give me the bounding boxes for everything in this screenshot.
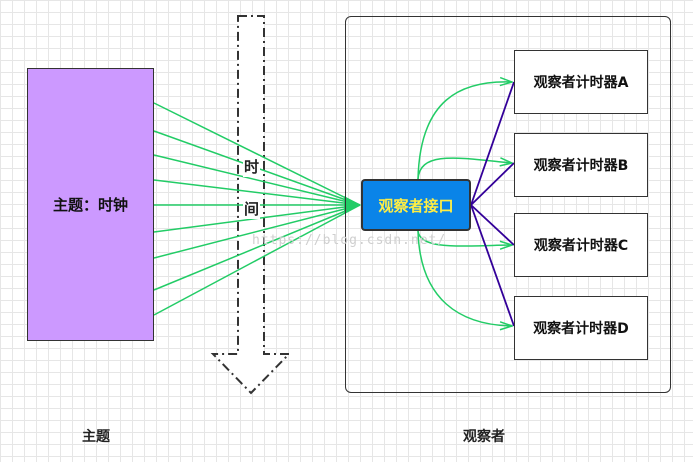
timer-arrows xyxy=(417,82,512,326)
observer-interface-label: 观察者接口 xyxy=(378,196,454,215)
timer-box-d: 观察者计时器D xyxy=(514,296,648,360)
observer-caption: 观察者 xyxy=(463,429,505,445)
timer-label-b: 观察者计时器B xyxy=(533,158,629,174)
timer-label-a: 观察者计时器A xyxy=(533,75,629,91)
interface-arrowhead xyxy=(344,196,361,214)
subject-clock-label: 主题：时钟 xyxy=(52,196,128,214)
watermark-text: https://blog.csdn.net/ xyxy=(252,233,447,248)
timer-label-c: 观察者计时器C xyxy=(533,238,629,254)
timer-box-c: 观察者计时器C xyxy=(514,213,648,277)
purple-links xyxy=(470,81,515,327)
observer-container xyxy=(345,16,671,393)
timer-box-b: 观察者计时器B xyxy=(514,133,648,197)
observer-interface-box: 观察者接口 xyxy=(361,179,471,231)
time-char-1: 时 xyxy=(243,156,261,177)
subject-caption: 主题 xyxy=(82,429,110,445)
timer-box-a: 观察者计时器A xyxy=(514,50,648,114)
subject-clock-box: 主题：时钟 xyxy=(27,68,154,341)
time-char-2: 间 xyxy=(243,198,261,219)
timer-label-d: 观察者计时器D xyxy=(533,321,629,337)
